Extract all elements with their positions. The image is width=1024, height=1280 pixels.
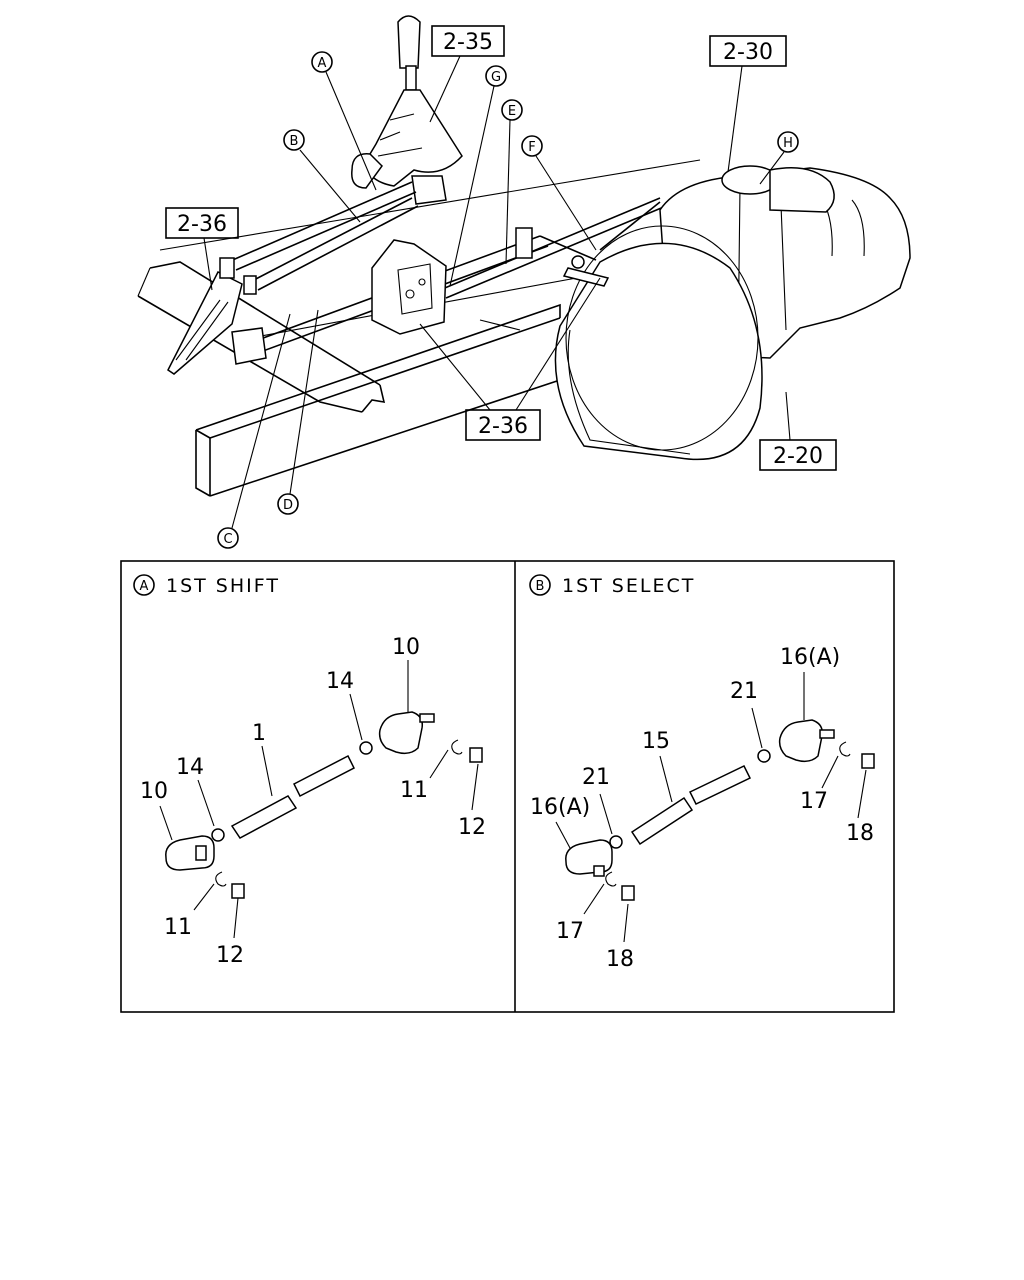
label-15: 15 xyxy=(642,729,670,754)
label-11-left: 11 xyxy=(164,915,192,940)
shift-lever xyxy=(351,15,463,205)
label-10-right: 10 xyxy=(392,635,420,660)
callout-b: B xyxy=(290,134,299,149)
ball-joint-left xyxy=(565,839,613,875)
callout-leaders xyxy=(231,71,785,529)
panel-1st-shift: A 1ST SHIFT 10 xyxy=(133,574,486,968)
label-16a-right: 16(A) xyxy=(780,645,840,670)
ball-joint-left xyxy=(165,835,215,871)
nut-lower xyxy=(621,885,635,901)
label-11-right: 11 xyxy=(400,778,428,803)
clip-lower xyxy=(215,871,227,887)
rod-lower xyxy=(630,796,694,846)
label-18-left: 18 xyxy=(606,947,634,972)
ball-joint-right xyxy=(778,719,824,763)
panel-a-title: 1ST SHIFT xyxy=(166,575,280,597)
label-21-left: 21 xyxy=(582,765,610,790)
panel-b-title: 1ST SELECT xyxy=(562,575,695,597)
ref-2-36-bottom: 2-36 xyxy=(478,414,528,439)
bellcrank xyxy=(515,227,610,287)
clutch-housing xyxy=(554,225,763,461)
clip-upper xyxy=(451,739,463,755)
panel-frame xyxy=(120,560,895,1013)
ref-2-20: 2-20 xyxy=(773,444,823,469)
callout-d: D xyxy=(283,498,293,513)
reference-labels: 2-35 2-30 2-36 2-36 2-20 xyxy=(165,25,837,471)
ref-box-2-36-left xyxy=(165,207,239,239)
callout-g: G xyxy=(491,70,501,85)
left-bracket xyxy=(167,257,267,375)
label-14-left: 14 xyxy=(176,755,204,780)
ref-2-36-left: 2-36 xyxy=(177,212,227,237)
label-14-right: 14 xyxy=(326,669,354,694)
panel-1st-select: B 1ST SELECT 16(A xyxy=(529,574,875,972)
label-12-left: 12 xyxy=(216,943,244,968)
callout-e: E xyxy=(508,104,516,119)
linkage-rods xyxy=(227,181,667,359)
ref-box-2-36-bottom xyxy=(465,409,541,441)
rod-upper xyxy=(688,765,752,805)
callout-f: F xyxy=(528,140,535,155)
overview-illustration: 2-35 2-30 2-36 2-36 2-20 A B C xyxy=(137,15,911,549)
ref-box-2-35 xyxy=(431,25,505,57)
nut-upper xyxy=(469,747,483,763)
reference-leaders xyxy=(203,55,791,441)
label-17-left: 17 xyxy=(556,919,584,944)
clip-upper xyxy=(839,741,851,757)
label-17-right: 17 xyxy=(800,789,828,814)
frame-rail xyxy=(195,303,561,497)
label-10-left: 10 xyxy=(140,779,168,804)
label-16a-left: 16(A) xyxy=(530,795,590,820)
callout-c: C xyxy=(223,532,232,547)
callout-a: A xyxy=(318,56,327,71)
ref-box-2-20 xyxy=(759,439,837,471)
rod-upper xyxy=(292,754,356,798)
label-18-right: 18 xyxy=(846,821,874,846)
ref-2-35: 2-35 xyxy=(443,30,493,55)
rod-lower xyxy=(230,795,298,839)
detail-panels: A 1ST SHIFT 10 xyxy=(120,560,895,1013)
callouts: A B C D E F G H xyxy=(217,51,799,549)
ref-box-2-30 xyxy=(709,35,787,67)
callout-h: H xyxy=(783,136,793,151)
label-1: 1 xyxy=(252,721,266,746)
ball-joint-right xyxy=(378,711,424,755)
ref-2-30: 2-30 xyxy=(723,40,773,65)
center-bracket xyxy=(371,239,447,335)
nut-lower xyxy=(231,883,245,899)
panel-b-letter: B xyxy=(536,579,545,594)
nut-upper xyxy=(861,753,875,769)
label-21-right: 21 xyxy=(730,679,758,704)
label-12-right: 12 xyxy=(458,815,486,840)
clip-lower xyxy=(605,871,617,887)
panel-a-letter: A xyxy=(140,579,149,594)
